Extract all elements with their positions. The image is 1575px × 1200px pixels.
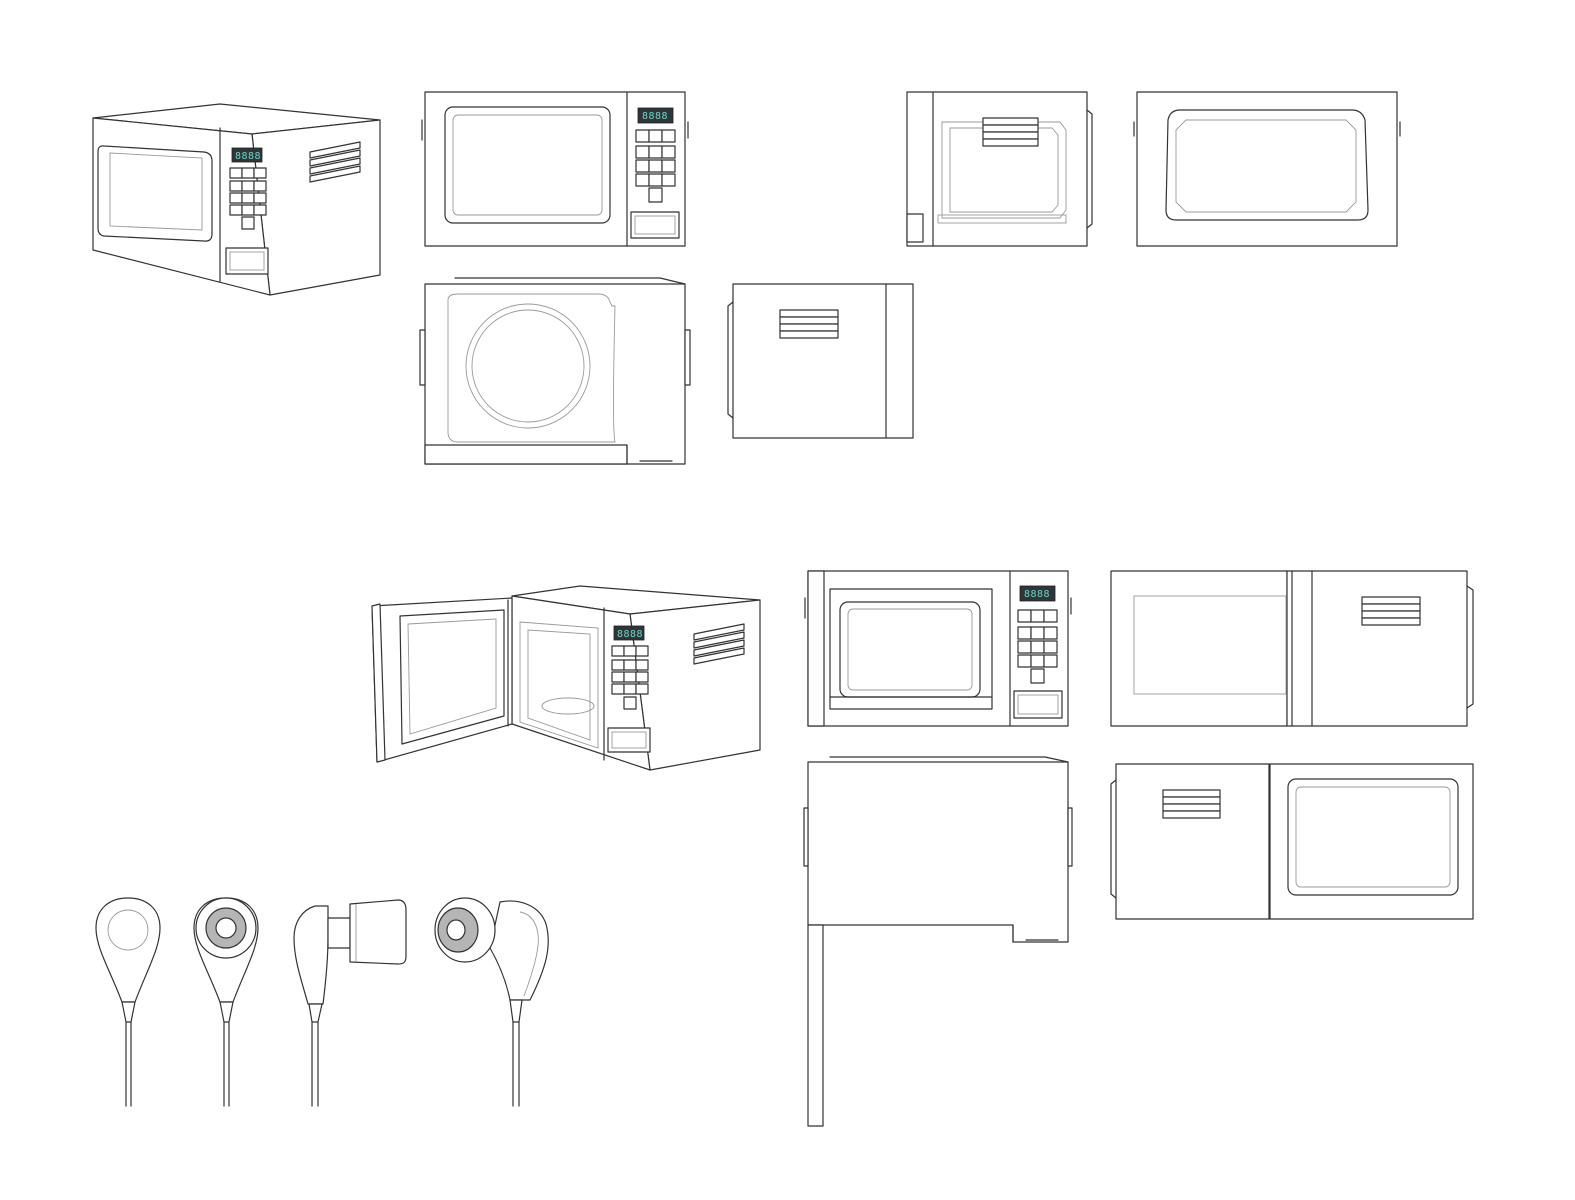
bottom-vent: [1162, 789, 1221, 819]
svg-text:8888: 8888: [1024, 589, 1050, 600]
open-door-edge: [807, 924, 824, 1127]
display-panel: 8888: [1019, 585, 1056, 602]
display-panel: 8888: [637, 107, 674, 124]
eartip: [349, 899, 407, 965]
svg-text:8888: 8888: [235, 151, 261, 162]
keypad: [229, 167, 267, 230]
svg-text:8888: 8888: [642, 111, 668, 122]
earphone-back-view: [95, 897, 161, 1107]
open-door-panel: [371, 597, 513, 763]
display-panel: 8888: [231, 147, 263, 163]
keypad: [611, 645, 649, 710]
microwave-front-view-open: 8888: [804, 570, 1072, 727]
microwave-side-view-open: [803, 756, 1073, 1127]
microwave-front-view: 8888: [421, 91, 689, 247]
power-socket: [906, 213, 924, 243]
side-vent: [779, 309, 839, 339]
microwave-bottom-view: [419, 277, 691, 465]
microwave-rear-view: [906, 91, 1093, 247]
side-vent: [309, 141, 361, 183]
turntable-circle: [465, 303, 591, 429]
microwave-perspective-open: 8888: [371, 585, 761, 771]
microwave-top-view-open: [1110, 570, 1474, 727]
display-panel: 8888: [613, 625, 645, 641]
top-vent: [1361, 596, 1421, 626]
microwave-bottom-view-open: [1110, 763, 1474, 920]
rear-vent: [982, 117, 1039, 147]
earphone-angled-view: [434, 897, 549, 1107]
side-vent: [693, 623, 745, 665]
svg-text:8888: 8888: [617, 629, 643, 640]
microwave-perspective-closed: 8888: [92, 103, 381, 296]
keypad: [635, 129, 676, 203]
earphone-front-view: [193, 897, 259, 1107]
microwave-side-view: [727, 283, 914, 439]
keypad: [1017, 609, 1058, 684]
door-handle-button: [1013, 690, 1063, 719]
microwave-top-view: [1133, 91, 1401, 247]
earphone-side-view: [293, 899, 407, 1107]
